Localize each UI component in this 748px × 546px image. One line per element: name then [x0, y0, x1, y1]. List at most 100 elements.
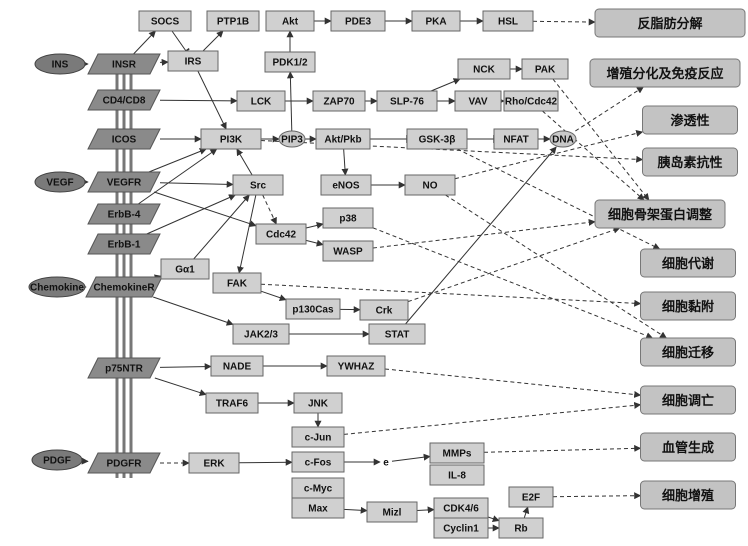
edge-pip3-to-pdk	[286, 71, 294, 132]
edge-erbb1-to-src	[146, 194, 236, 235]
node-label: PDGF	[43, 456, 71, 467]
outcome-6: 细胞代谢	[640, 248, 736, 278]
node-shape	[87, 452, 161, 474]
outcome-label: 细胞骨架蛋白调整	[608, 207, 713, 223]
edge-vegfr-to-cdc42	[154, 191, 257, 228]
node-label: STAT	[385, 330, 410, 341]
node-label: PIP3	[281, 135, 303, 146]
node-shape	[160, 258, 210, 280]
node-shape	[359, 299, 409, 321]
outcome-7: 细胞黏附	[640, 291, 736, 321]
node-max: Max	[291, 497, 345, 519]
node-shape	[366, 501, 418, 523]
edge-cdc42-to-wasp	[305, 239, 324, 247]
node-shape	[167, 50, 219, 72]
node-ptp1b: PTP1B	[206, 10, 260, 32]
node-dna: DNA	[549, 130, 577, 148]
edge-mmps-to-o10	[483, 444, 642, 453]
node-shape	[87, 203, 161, 225]
outcome-box	[642, 105, 738, 135]
node-label: TRAF6	[216, 399, 249, 410]
edge-src-to-fak	[237, 194, 257, 274]
node-il8: IL-8	[429, 464, 485, 486]
edge-src-to-cdc42	[262, 194, 277, 225]
node-pak: PAK	[521, 58, 569, 80]
edge-irs-to-ptp1b	[202, 30, 224, 52]
outcome-box	[589, 58, 741, 88]
node-label: FAK	[227, 279, 248, 290]
node-shape	[320, 174, 372, 196]
edge-pak-to-o5	[552, 78, 650, 201]
node-label: MMPs	[443, 449, 472, 460]
outcome-label: 细胞增殖	[662, 488, 714, 504]
node-label: e	[383, 458, 389, 469]
node-mizl: Mizl	[366, 501, 418, 523]
node-vegfr: VEGFR	[87, 171, 161, 193]
node-e: e	[383, 458, 389, 469]
node-label: NCK	[473, 65, 495, 76]
node-label: JAK2/3	[244, 330, 278, 341]
edge-erk-to-cfos	[238, 458, 293, 466]
node-label: PDE3	[345, 17, 372, 28]
node-label: Cdc42	[266, 230, 296, 241]
node-label: GSK-3β	[419, 135, 456, 146]
node-shape	[87, 89, 161, 111]
edge-crk-to-o5	[407, 226, 621, 303]
node-label: PTP1B	[217, 17, 249, 28]
node-shape	[232, 174, 284, 196]
node-shape	[322, 240, 374, 262]
edge-cjun-to-o9	[343, 401, 642, 435]
node-shape	[210, 355, 264, 377]
edge-src-to-pi3k	[236, 148, 253, 176]
node-chemokiner: ChemokineR	[85, 276, 163, 298]
node-label: PDK1/2	[272, 58, 307, 69]
node-irs: IRS	[167, 50, 219, 72]
node-src: Src	[232, 174, 284, 196]
node-shape	[278, 130, 306, 148]
edge-cdc42-to-p38	[305, 222, 324, 229]
node-pdgf: PDGF	[31, 449, 83, 471]
node-shape	[255, 223, 307, 245]
node-label: SLP-76	[390, 97, 424, 108]
node-shape	[264, 51, 316, 73]
node-label: PAK	[535, 65, 556, 76]
node-p38: p38	[322, 207, 374, 229]
node-label: ICOS	[112, 135, 137, 146]
edge-gsk-to-o6	[457, 148, 661, 250]
node-shape	[85, 276, 163, 298]
node-wasp: WASP	[322, 240, 374, 262]
node-shape	[87, 357, 161, 379]
edge-rho-to-o5	[542, 110, 645, 201]
node-label: WASP	[333, 247, 363, 258]
node-cdk46: CDK4/6	[433, 497, 489, 519]
node-nade: NADE	[210, 355, 264, 377]
node-label: Src	[250, 181, 267, 192]
node-label: c-Fos	[305, 458, 332, 469]
node-shape	[31, 449, 83, 471]
node-label: IL-8	[448, 471, 466, 482]
node-akt-top: Akt	[265, 10, 315, 32]
node-label: ZAP70	[323, 97, 355, 108]
edge-rb-to-e2f	[522, 506, 530, 519]
node-shape	[232, 323, 290, 345]
node-label: VAV	[468, 97, 487, 108]
edge-stat-to-dna	[405, 146, 557, 325]
node-shape	[291, 451, 345, 473]
node-shape	[454, 90, 502, 112]
outcome-11: 细胞增殖	[640, 480, 736, 510]
node-shape	[330, 10, 386, 32]
node-label: Chemokine	[30, 283, 84, 294]
node-shape	[368, 323, 426, 345]
outcome-2: 增殖分化及免疫反应	[589, 58, 741, 88]
node-zap70: ZAP70	[312, 90, 366, 112]
node-label: JNK	[308, 399, 329, 410]
node-gsk: GSK-3β	[406, 128, 468, 150]
outcome-9: 细胞调亡	[640, 385, 736, 415]
node-shape	[315, 128, 371, 150]
outcome-4: 胰岛素抗性	[642, 147, 738, 177]
edge-fak-to-p130cas	[260, 290, 287, 302]
node-shape	[482, 10, 534, 32]
node-cfos: c-Fos	[291, 451, 345, 473]
node-label: ErbB-1	[108, 240, 141, 251]
node-shape	[265, 10, 315, 32]
